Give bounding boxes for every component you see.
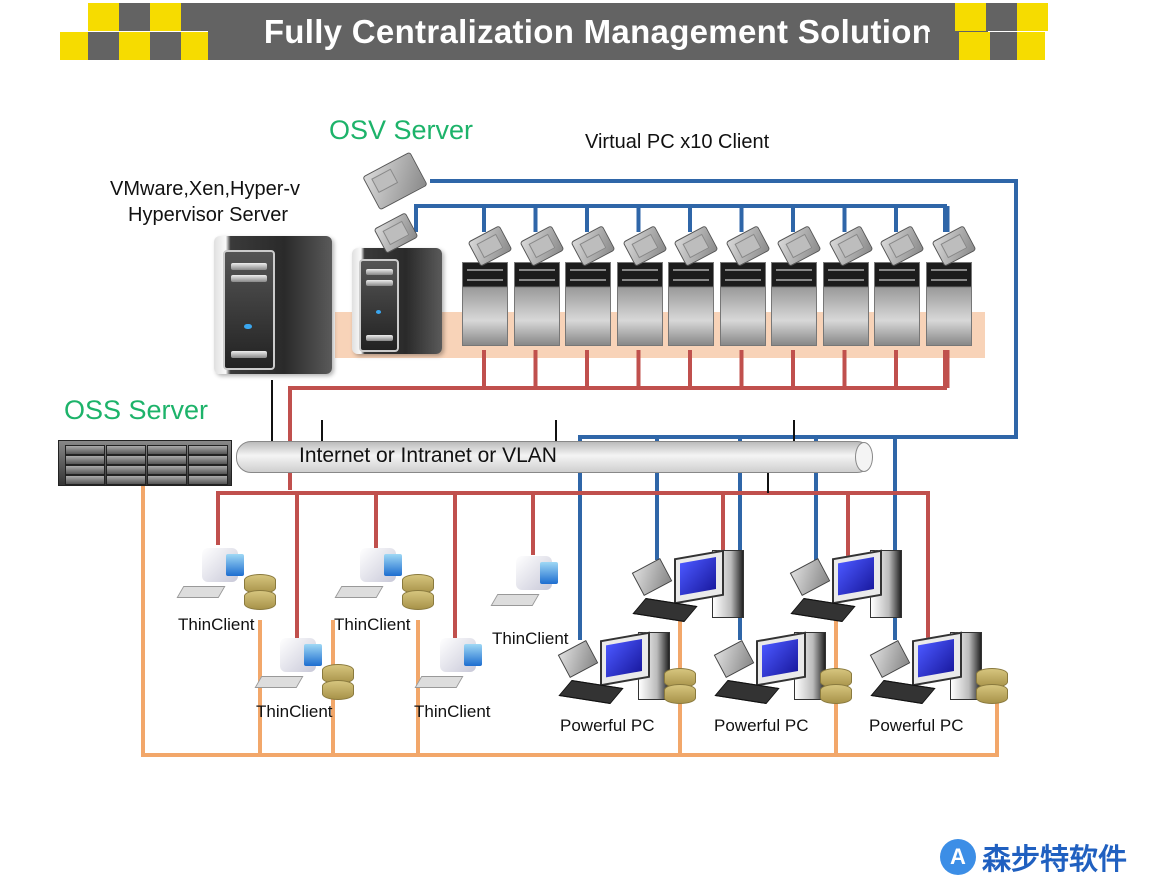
virtual-pc-icon	[719, 262, 766, 346]
hypervisor-label-line2: Hypervisor Server	[128, 204, 289, 226]
osv-vpc-bus	[414, 204, 947, 232]
drive-bay	[147, 465, 187, 475]
virtual-pc-icon	[874, 262, 920, 346]
network-backbone: Internet or Intranet or VLAN	[236, 441, 873, 473]
powerful-pc-icon	[712, 631, 832, 712]
powerful-pc-label: Powerful PC	[869, 716, 964, 735]
vpc-lan-bus	[288, 350, 947, 490]
drive-bay	[188, 475, 228, 485]
thin-client-label: ThinClient	[414, 702, 491, 721]
local-storage-icon	[244, 574, 276, 612]
drive-bay	[106, 445, 146, 455]
title-banner: Fully Centralization Management Solution	[60, 3, 1048, 60]
hypervisor-server-icon	[214, 236, 332, 374]
brand-logo: 森步特软件	[940, 836, 1127, 878]
powerful-pc-label: Powerful PC	[560, 716, 655, 735]
virtual-pc-icon	[616, 262, 663, 346]
thin-client-icon	[414, 638, 482, 696]
drive-bay	[106, 475, 146, 485]
local-storage-icon	[664, 668, 696, 706]
powerful-pc-icon	[556, 631, 676, 712]
drive-bay	[65, 445, 105, 455]
virtual-pc-icon	[771, 262, 817, 346]
local-storage-icon	[976, 668, 1008, 706]
thin-client-icon	[490, 556, 558, 614]
virtual-pc-icon	[822, 262, 869, 346]
thin-client-label: ThinClient	[256, 702, 333, 721]
oss-storage-bus	[141, 486, 999, 757]
virtual-pc-label: Virtual PC x10 Client	[585, 131, 770, 153]
brand-logo-icon	[940, 839, 976, 875]
virtual-pc-icon	[668, 262, 714, 346]
local-storage-icon	[322, 664, 354, 702]
thin-client-label: ThinClient	[178, 615, 255, 634]
thin-client-icon	[176, 548, 244, 606]
drive-bay	[147, 475, 187, 485]
drive-bay	[147, 445, 187, 455]
osv-uplink	[430, 179, 1018, 640]
drive-bay	[106, 465, 146, 475]
drive-bay	[147, 455, 187, 465]
brand-name: 森步特软件	[982, 842, 1128, 876]
osv-server-label: OSV Server	[329, 115, 474, 145]
drive-bay	[65, 465, 105, 475]
powerful-pc-icon	[868, 631, 988, 712]
hypervisor-label-line1: VMware,Xen,Hyper-v	[110, 178, 301, 200]
drive-bay	[65, 475, 105, 485]
virtual-pc-icon	[565, 262, 611, 346]
network-label: Internet or Intranet or VLAN	[299, 444, 557, 467]
powerful-pc-label: Powerful PC	[714, 716, 809, 735]
thin-client-label: ThinClient	[492, 629, 569, 648]
virtual-pc-icon	[513, 262, 560, 346]
drive-bay	[65, 455, 105, 465]
drive-bay	[188, 455, 228, 465]
powerful-pc-icon	[788, 549, 908, 630]
osv-server-icon	[352, 248, 442, 354]
thin-client-label: ThinClient	[334, 615, 411, 634]
client-lan-bus	[216, 491, 930, 640]
powerful-pc-icon	[630, 549, 750, 630]
banner-title: Fully Centralization Management Solution	[263, 13, 933, 50]
oss-server-label: OSS Server	[64, 395, 209, 425]
thin-client-icon	[254, 638, 322, 696]
drive-bay	[188, 445, 228, 455]
virtual-pc-icon	[925, 262, 972, 346]
drive-bay	[106, 455, 146, 465]
oss-storage-rack-icon	[58, 440, 232, 486]
local-storage-icon	[820, 668, 852, 706]
virtual-pc-icon	[462, 262, 508, 346]
thin-client-icon	[334, 548, 402, 606]
local-storage-icon	[402, 574, 434, 612]
drive-bay	[188, 465, 228, 475]
